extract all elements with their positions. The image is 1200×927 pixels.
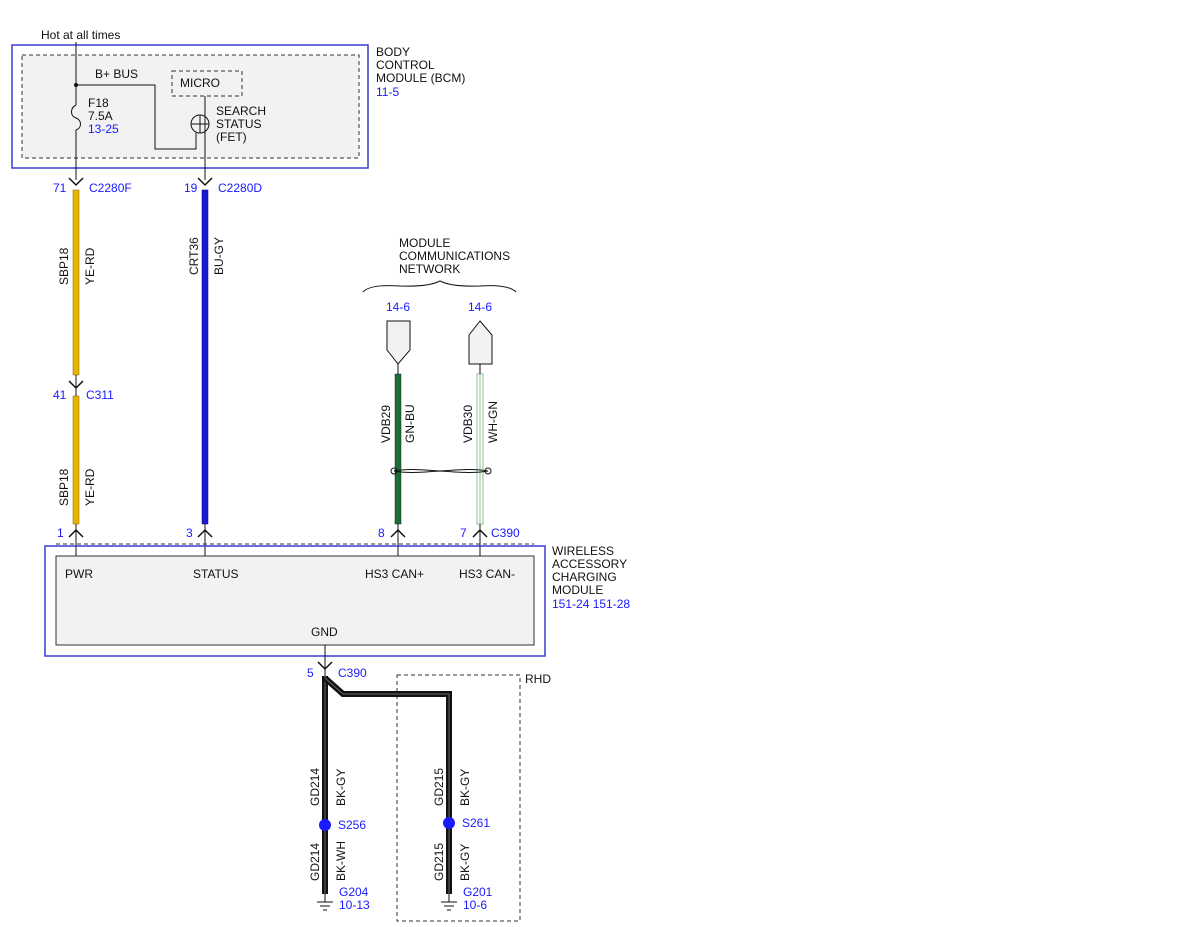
wacm-pin-pwr: PWR: [65, 567, 93, 581]
wire-sbp18-lower-color: YE-RD: [83, 468, 97, 506]
wire-sbp18[interactable]: [72, 189, 80, 525]
wire-gd215-upper-color: BK-GY: [458, 769, 472, 806]
micro-label: MICRO: [180, 76, 220, 90]
fuse-f18-icon: [71, 104, 81, 131]
fuse-name: F18: [88, 96, 109, 110]
connector-c390-top-name[interactable]: C390: [491, 526, 520, 540]
wire-gd215[interactable]: [323, 675, 452, 894]
wire-sbp18-upper: [72, 189, 80, 376]
wacm-pin-gnd: GND: [311, 625, 338, 639]
wire-sbp18-lower: [72, 395, 80, 525]
ground-g204-icon: [317, 894, 333, 911]
wacm-inner-box: [55, 555, 535, 646]
wire-gd215-tracer: [324, 677, 450, 894]
ground-g201-icon: [441, 894, 457, 911]
wire-gd214-lower-color: BK-WH: [334, 841, 348, 881]
connector-c2280f-symbol: [68, 177, 84, 187]
wire-gd214-upper-circuit: GD214: [308, 768, 322, 806]
connector-c2280f-name[interactable]: C2280F: [89, 181, 132, 195]
wire-gd215-upper-circuit: GD215: [432, 768, 446, 806]
wire-crt36-color: BU-GY: [212, 237, 226, 275]
bcm-outer-border: [11, 44, 369, 169]
network-brace: [362, 280, 517, 293]
can-minus-network-connector-icon: [468, 320, 493, 365]
rhd-label: RHD: [525, 672, 551, 686]
connector-pwr-pin-1: 1: [57, 526, 64, 540]
connector-c2280d-pin: 19: [184, 181, 198, 195]
search-status-line-3: (FET): [216, 130, 247, 144]
wacm-module[interactable]: PWR STATUS HS3 CAN+ HS3 CAN- GND: [44, 543, 546, 657]
wacm-outer-border: [44, 545, 546, 657]
wire-crt36-circuit: CRT36: [187, 237, 201, 275]
splice-s256-icon: [319, 819, 331, 831]
twisted-pair-right-end: [484, 467, 492, 475]
connector-gnd-pin-5-symbol: [317, 661, 333, 671]
connector-c2280f-pin: 71: [53, 181, 67, 195]
connector-can-plus-pin-8: 8: [378, 526, 385, 540]
bcm-name-line-2: CONTROL: [376, 58, 435, 72]
wacm-name-line-3: CHARGING: [552, 570, 617, 584]
connector-c390-bottom-name[interactable]: C390: [338, 666, 367, 680]
ground-g204-ref[interactable]: 10-13: [339, 898, 370, 912]
search-status-line-2: STATUS: [216, 117, 262, 131]
wire-gd214-upper-color: BK-GY: [334, 769, 348, 806]
wire-vdb29-circuit: VDB29: [379, 405, 393, 443]
wire-gd214-lower-circuit: GD214: [308, 843, 322, 881]
network-label-line-1: MODULE: [399, 236, 450, 250]
network-can-plus-ref[interactable]: 14-6: [386, 300, 410, 314]
ground-g201-name[interactable]: G201: [463, 885, 493, 899]
connector-c311-symbol: [68, 380, 84, 390]
micro-box: [171, 70, 243, 97]
bcm-name-line-1: BODY: [376, 45, 410, 59]
wacm-refs[interactable]: 151-24 151-28: [552, 597, 630, 611]
bcm-module[interactable]: BODY CONTROL MODULE (BCM) 11-5 B+ BUS F1…: [11, 42, 465, 180]
wacm-name-line-1: WIRELESS: [552, 544, 614, 558]
connector-c2280d-name[interactable]: C2280D: [218, 181, 262, 195]
connector-c311-pin: 41: [53, 388, 67, 402]
wire-sbp18-lower-circuit: SBP18: [57, 468, 71, 506]
ground-g201-ref[interactable]: 10-6: [463, 898, 487, 912]
connector-gnd-pin-5: 5: [307, 666, 314, 680]
fuse-ref: 13-25: [88, 122, 119, 136]
bplus-bus-label: B+ BUS: [95, 67, 138, 81]
wacm-pin-can-minus: HS3 CAN-: [459, 567, 515, 581]
rhd-region: [396, 674, 521, 922]
wire-crt36[interactable]: [201, 189, 209, 525]
bcm-ref: 11-5: [376, 85, 399, 99]
splice-s261-label[interactable]: S261: [462, 816, 490, 830]
wire-gd215-lower-circuit: GD215: [432, 843, 446, 881]
splice-s261-icon: [443, 817, 455, 829]
splice-s256-label[interactable]: S256: [338, 818, 366, 832]
hot-at-all-times-label: Hot at all times: [41, 28, 120, 42]
fuse-rating: 7.5A: [88, 109, 113, 123]
wacm-pin-status: STATUS: [193, 567, 239, 581]
network-can-minus-ref[interactable]: 14-6: [468, 300, 492, 314]
wire-vdb29-color: GN-BU: [403, 404, 417, 443]
connector-c311-name[interactable]: C311: [86, 388, 114, 402]
wire-vdb30[interactable]: [476, 373, 484, 525]
wire-gd215-lower-color: BK-GY: [458, 844, 472, 881]
connector-c2280d-symbol: [197, 177, 213, 187]
twisted-pair-icon: [393, 469, 489, 473]
wire-vdb30-color: WH-GN: [486, 401, 500, 443]
wacm-name-line-2: ACCESSORY: [552, 557, 627, 571]
wacm-name-line-4: MODULE: [552, 583, 603, 597]
wire-sbp18-upper-circuit: SBP18: [57, 247, 71, 285]
wacm-pin-can-plus: HS3 CAN+: [365, 567, 424, 581]
ground-g204-name[interactable]: G204: [339, 885, 369, 899]
network-label-line-2: COMMUNICATIONS: [399, 249, 510, 263]
twisted-pair-left-end: [390, 467, 398, 475]
network-label-line-3: NETWORK: [399, 262, 460, 276]
search-status-line-1: SEARCH: [216, 104, 266, 118]
bcm-name-line-3: MODULE (BCM): [376, 71, 465, 85]
wire-vdb29[interactable]: [394, 373, 402, 525]
wire-sbp18-upper-color: YE-RD: [83, 247, 97, 285]
bplus-bus-line: [76, 84, 197, 150]
connector-can-minus-pin-7: 7: [460, 526, 467, 540]
connector-status-pin-3: 3: [186, 526, 193, 540]
can-plus-network-connector-icon: [386, 320, 411, 365]
wire-vdb30-circuit: VDB30: [461, 405, 475, 443]
bcm-inner-border: [21, 54, 360, 159]
